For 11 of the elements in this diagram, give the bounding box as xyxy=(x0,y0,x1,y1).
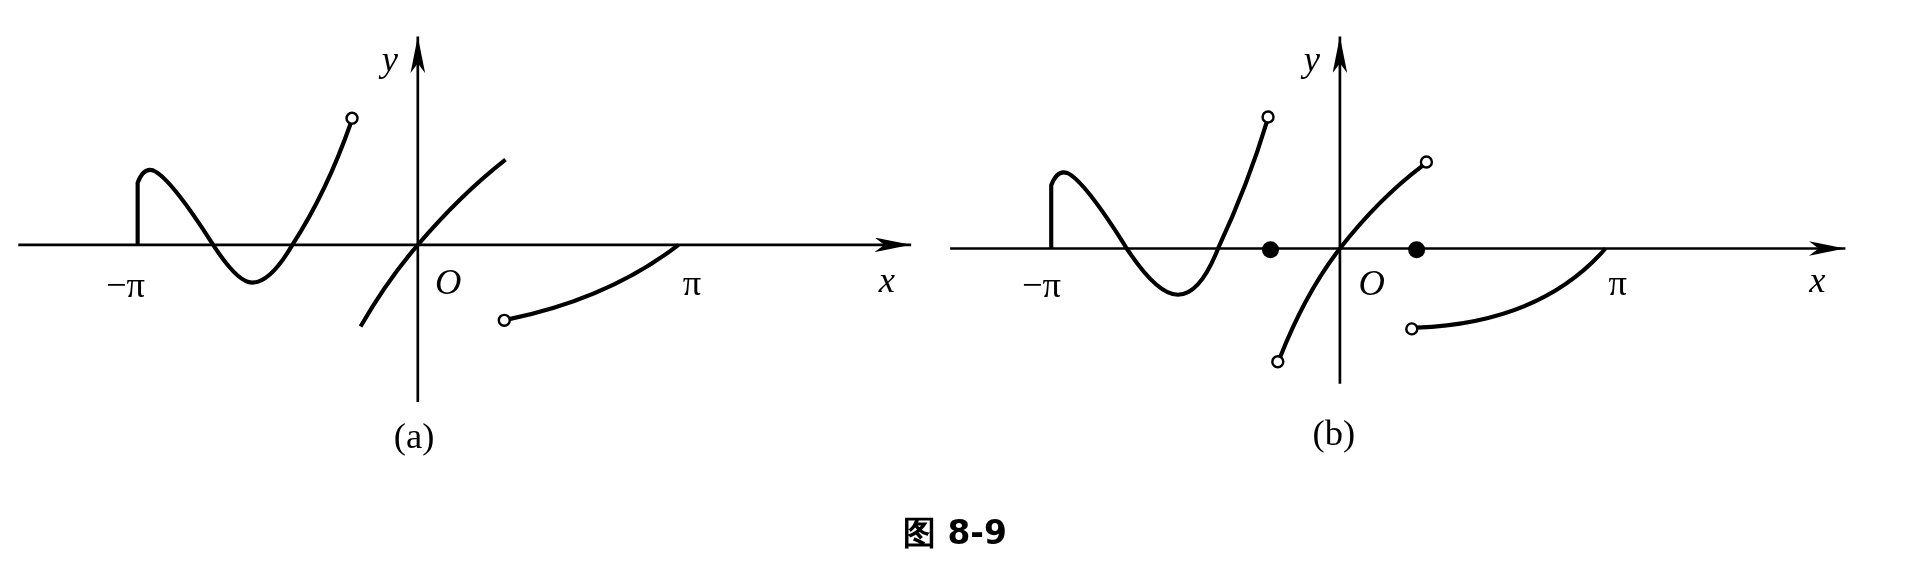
tick-label: π xyxy=(682,264,702,301)
panel-label: (a) xyxy=(393,417,435,455)
panel-label: (b) xyxy=(1312,414,1356,451)
tick-label: π xyxy=(1608,264,1627,301)
axis-label: x xyxy=(1809,261,1826,299)
axis-label: x xyxy=(878,261,895,299)
figure-caption: 图 8-9 xyxy=(903,515,1007,549)
tick-label: −π xyxy=(105,266,145,304)
origin-label: O xyxy=(435,263,462,300)
tick-label: −π xyxy=(1021,266,1061,304)
origin-label: O xyxy=(1358,264,1385,301)
